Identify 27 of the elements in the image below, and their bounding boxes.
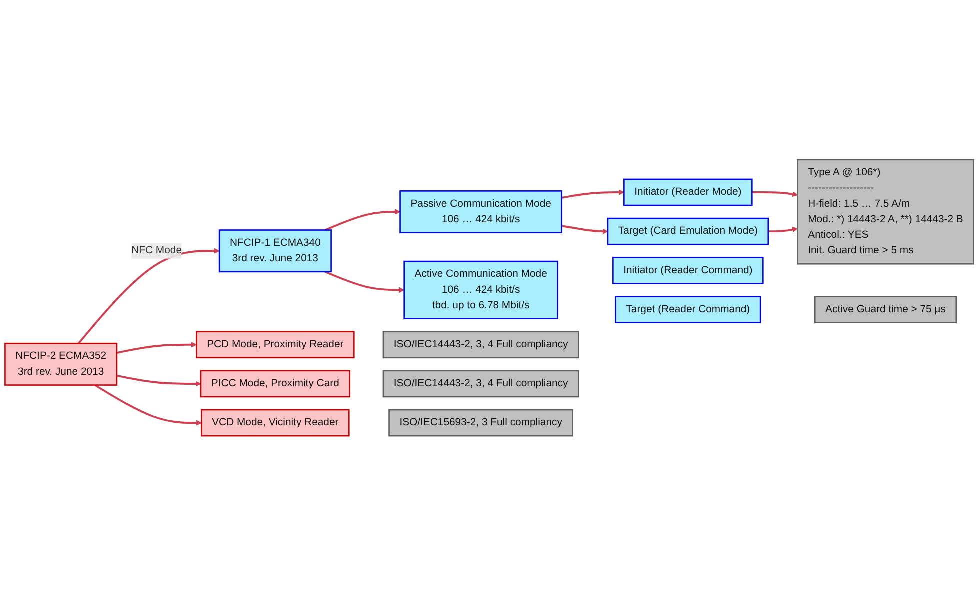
node-box: Type A @ 106*) ------------------- H-field: 1.5 … 7.5 A/m Mod.: *) 14443-2 A, **) 14443-2 B Anticol.: YES Init. Guard time > 5 ms (797, 159, 974, 265)
node-box: Target (Card Emulation Mode) (607, 218, 770, 246)
arrow (116, 342, 197, 354)
edge-label: NFC Mode (132, 245, 182, 256)
node-box: Passive Communication Mode 106 … 424 kbit/s (400, 190, 563, 234)
node-box: ISO/IEC14443-2, 3, 4 Full compliancy (382, 331, 580, 359)
node-box: Active Communication Mode 106 … 424 kbit/s tbd. up to 6.78 Mbit/s (404, 260, 558, 320)
node-box: VCD Mode, Vicinity Reader (201, 409, 350, 437)
node-box: ISO/IEC15693-2, 3 Full compliancy (388, 409, 574, 437)
arrow (562, 190, 624, 199)
node-box: NFCIP-1 ECMA340 3rd rev. June 2013 (218, 230, 332, 273)
node-box: PCD Mode, Proximity Reader (196, 331, 355, 359)
arrow (116, 374, 202, 387)
node-box: Initiator (Reader Mode) (624, 178, 753, 206)
arrow (752, 191, 798, 198)
arrow (768, 226, 798, 233)
node-box: Active Guard time > 75 µs (814, 296, 958, 324)
node-box: Target (Reader Command) (615, 296, 762, 324)
arrow (324, 209, 401, 232)
node-box: ISO/IEC14443-2, 3, 4 Full compliancy (382, 370, 580, 398)
arrow (562, 225, 608, 234)
node-box: PICC Mode, Proximity Card (200, 370, 350, 398)
arrow (324, 271, 405, 294)
arrow (78, 248, 220, 344)
node-box: NFCIP-2 ECMA352 3rd rev. June 2013 (4, 342, 118, 386)
arrow (94, 384, 202, 426)
node-box: Initiator (Reader Command) (612, 256, 764, 284)
